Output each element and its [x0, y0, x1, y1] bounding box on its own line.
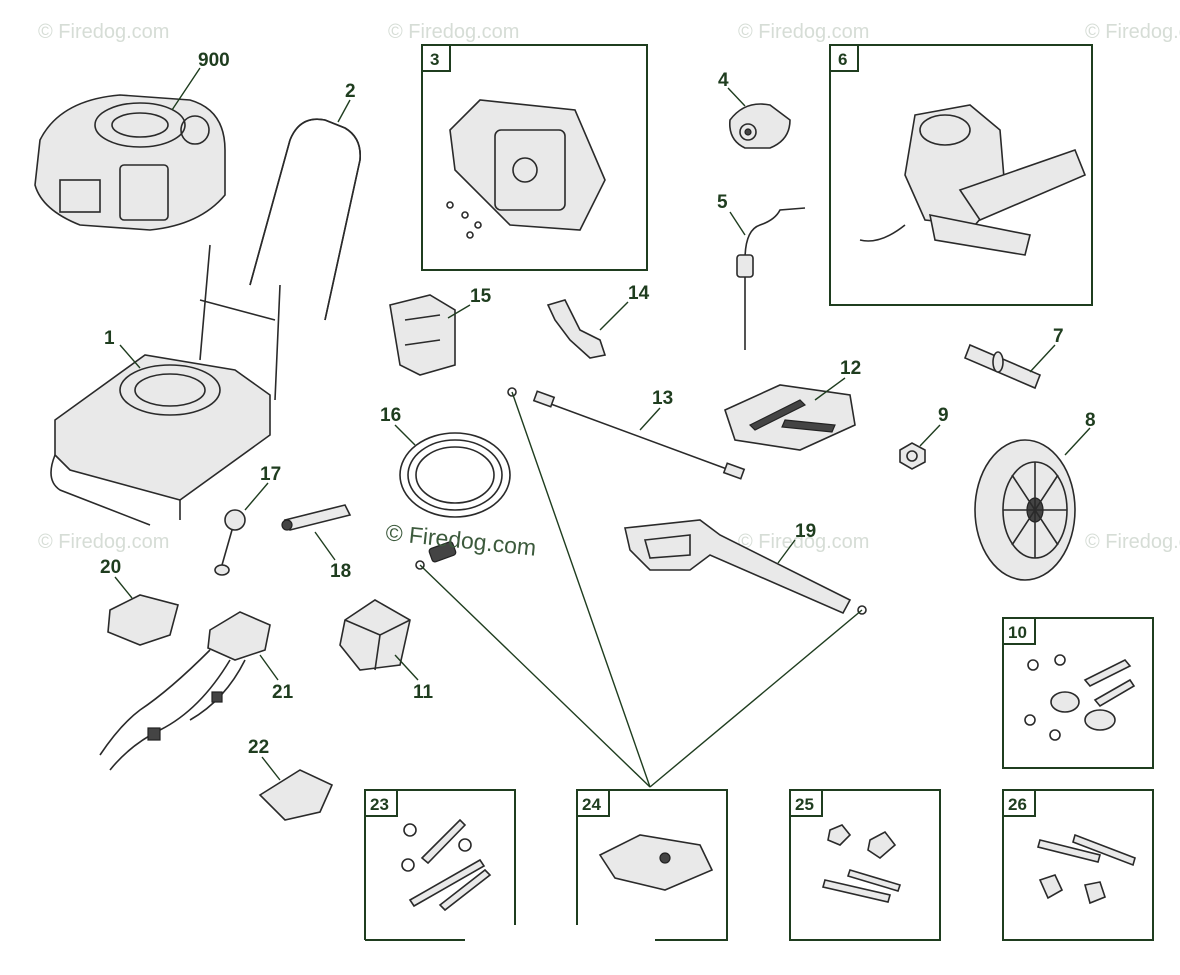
part-6-box[interactable]: 6 [829, 44, 1093, 306]
callout-16: 16 [380, 405, 401, 426]
callout-21: 21 [272, 682, 294, 703]
box-label-25: 25 [795, 795, 814, 814]
leader-2 [337, 99, 351, 123]
part-21-harness[interactable] [99, 611, 271, 771]
callout-13: 13 [652, 388, 673, 409]
callout-20: 20 [100, 557, 121, 578]
watermark-6: © Firedog.com [738, 531, 869, 553]
leader-9 [919, 424, 941, 447]
engine-part[interactable] [34, 94, 226, 231]
part-8-wheel[interactable] [974, 439, 1076, 581]
handle-part[interactable] [249, 118, 362, 321]
leader-4 [727, 87, 746, 107]
callout-900: 900 [198, 50, 230, 71]
callout-4: 4 [718, 70, 729, 91]
callout-22: 22 [248, 737, 269, 758]
leader-17 [244, 482, 269, 511]
callout-9: 9 [938, 405, 949, 426]
part-9-nut[interactable] [899, 442, 926, 470]
leader-19 [394, 654, 419, 681]
box-label-26: 26 [1008, 795, 1027, 814]
part-20-module[interactable] [107, 594, 179, 646]
part-25-box[interactable]: 25 [789, 789, 941, 941]
box-label-10: 10 [1008, 623, 1027, 642]
callout-1: 1 [104, 328, 115, 349]
callout-19: 11 [413, 682, 434, 703]
watermark-3: © Firedog.com [738, 21, 869, 43]
watermark-main: © Firedog.com [384, 519, 537, 561]
leader-8 [1064, 427, 1091, 456]
watermark-4: © Firedog.com [1085, 21, 1180, 43]
callout-18: 18 [330, 561, 351, 582]
leader-14 [599, 301, 629, 331]
part-24-box[interactable]: 24 [576, 789, 728, 941]
callout-2: 2 [345, 81, 356, 102]
part-7-axle[interactable] [963, 343, 1042, 390]
part-18-nozzle[interactable] [281, 504, 352, 531]
box-label-24: 24 [582, 795, 601, 814]
part-23-box[interactable]: 23 [364, 789, 516, 941]
part-22-plate[interactable] [258, 769, 334, 821]
callout-17: 17 [260, 464, 281, 485]
leader-900 [171, 67, 201, 111]
part-15-holder[interactable] [389, 294, 456, 376]
callout-5: 5 [717, 192, 728, 213]
callout-7: 7 [1053, 326, 1064, 347]
part-4-unloader[interactable] [728, 103, 791, 149]
box-label-6: 6 [838, 50, 847, 69]
leader-1 [119, 344, 141, 369]
part-10-box[interactable]: 10 [1002, 617, 1154, 769]
leader-13 [639, 407, 661, 431]
kit-24-leaders [419, 391, 863, 788]
part-17-cap[interactable] [214, 509, 246, 576]
leader-11 [777, 539, 796, 564]
part-19-box[interactable] [339, 599, 411, 671]
part-14-bracket[interactable] [546, 299, 607, 359]
watermark-5: © Firedog.com [38, 531, 169, 553]
part-12-manual[interactable] [724, 384, 856, 451]
leader-5 [729, 211, 746, 236]
part-26-box[interactable]: 26 [1002, 789, 1154, 941]
part-11-gun[interactable] [624, 519, 867, 615]
callout-15: 15 [470, 286, 492, 307]
callout-14: 14 [628, 283, 650, 304]
part-16-hose[interactable] [399, 432, 511, 570]
leader-15 [447, 304, 471, 319]
watermark-2: © Firedog.com [388, 21, 519, 43]
callout-8: 8 [1085, 410, 1096, 431]
leader-20 [114, 576, 133, 599]
frame-part[interactable] [50, 244, 281, 526]
leader-12 [814, 377, 846, 401]
leader-22 [261, 756, 281, 781]
watermark-1: © Firedog.com [38, 21, 169, 43]
callout-11: 19 [795, 521, 816, 542]
leader-7 [1029, 344, 1056, 373]
box-label-23: 23 [370, 795, 389, 814]
leader-21 [259, 654, 279, 681]
box-label-3: 3 [430, 50, 439, 69]
part-3-box[interactable]: 3 [421, 44, 648, 271]
callout-12: 12 [840, 358, 861, 379]
leader-16 [394, 424, 416, 446]
watermark-7: © Firedog.com [1085, 531, 1180, 553]
part-13-lance[interactable] [507, 387, 746, 480]
part-5-sensor[interactable] [736, 207, 806, 350]
watermark-layer: © Firedog.com © Firedog.com © Firedog.co… [38, 21, 1180, 553]
leader-18 [314, 531, 336, 561]
